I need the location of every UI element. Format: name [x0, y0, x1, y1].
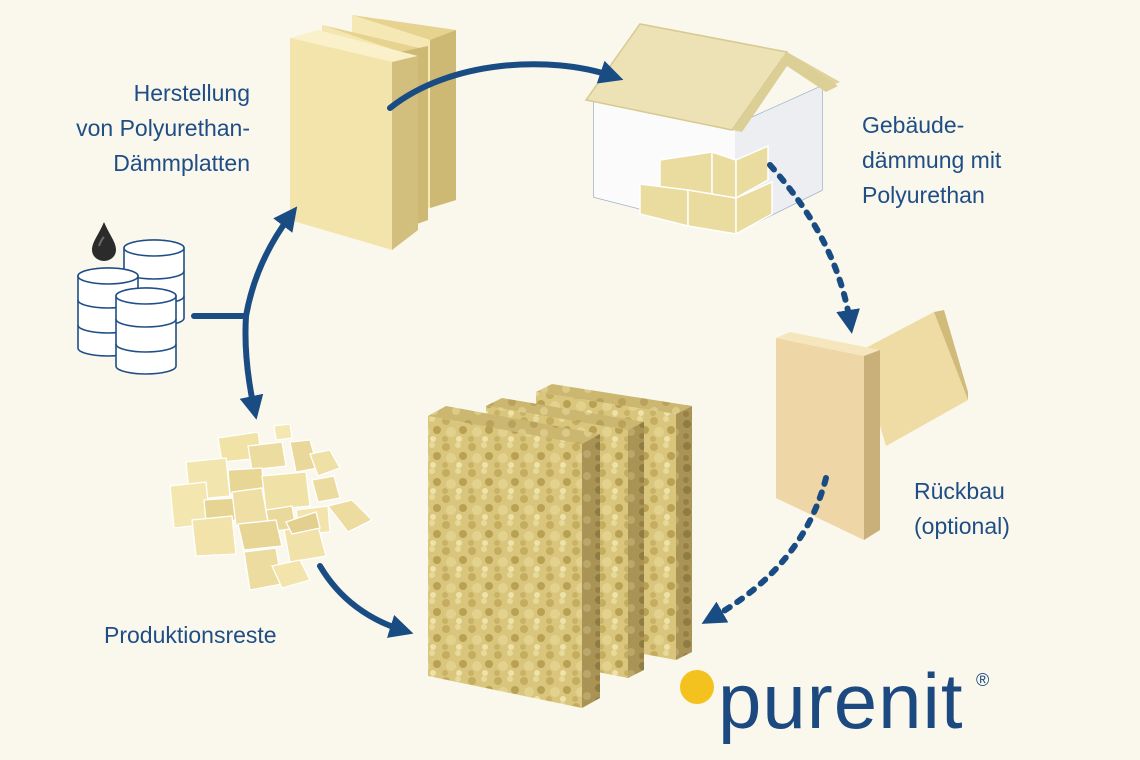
- label-scraps: Produktionsreste: [104, 622, 277, 648]
- cycle-arrows: [191, 60, 860, 638]
- purenit-logo: purenit ®: [678, 648, 1018, 748]
- house-icon: [584, 23, 840, 236]
- polyurethane-board-icon: [290, 15, 456, 250]
- scraps-icon: [169, 423, 374, 591]
- registered-mark: ®: [976, 670, 990, 690]
- arrow-boards-to-house: [387, 60, 624, 111]
- oil-drop-icon: [92, 222, 116, 261]
- purenit-board-icon: [428, 384, 692, 708]
- label-deconstruction: Rückbau (optional): [914, 478, 1010, 539]
- arrow-to-scraps: [239, 313, 264, 420]
- logo-dot-icon: [680, 670, 714, 704]
- arrow-house-to-removal: [767, 162, 860, 334]
- label-insulation: Gebäude- dämmung mit Polyurethan: [862, 112, 1002, 208]
- oil-barrels-icon: [77, 239, 185, 375]
- arrow-scraps-to-purenit: [317, 563, 414, 638]
- label-production: Herstellung von Polyurethan- Dämmplatten: [76, 80, 250, 176]
- arrow-removal-to-purenit: [701, 475, 829, 624]
- removed-board-icon: [776, 310, 968, 540]
- arrow-to-boards: [243, 206, 298, 319]
- logo-text: purenit: [718, 657, 964, 745]
